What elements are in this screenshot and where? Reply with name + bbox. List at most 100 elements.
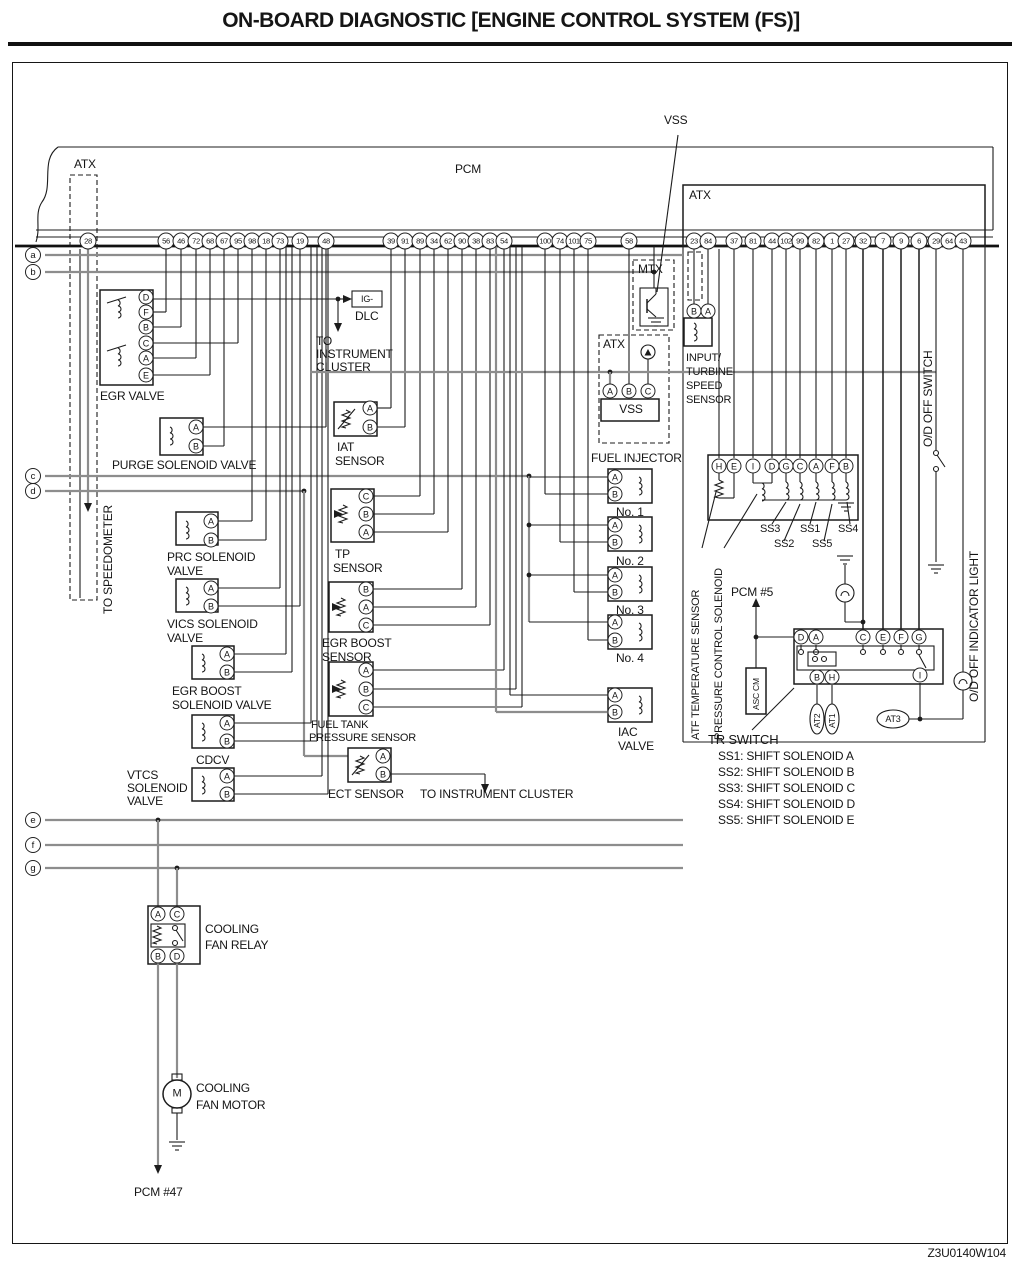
pcm-pin-73: 73	[271, 232, 289, 250]
trans-pin-F: F	[824, 458, 840, 474]
tr-switch-pin-D: D	[793, 629, 809, 645]
input-sensor-label-2: TURBINE	[686, 366, 733, 378]
connector-d: d	[25, 483, 41, 499]
legend-ss3: SS3: SHIFT SOLENOID C	[718, 781, 855, 795]
purge-pin-B: B	[188, 438, 204, 454]
purge-solenoid-box	[159, 246, 327, 456]
ft-pin-C: C	[358, 699, 374, 715]
egrb-label-2: SENSOR	[322, 650, 372, 664]
iac-label-1: IAC	[618, 725, 638, 739]
pcm-pin-9: 9	[892, 232, 910, 250]
vtcs-pin-A: A	[219, 768, 235, 784]
pcm-pin-7: 7	[874, 232, 892, 250]
trans-pin-H: H	[711, 458, 727, 474]
mtx-box	[632, 134, 679, 331]
ss1-label: SS1	[800, 523, 821, 535]
vics-label-1: VICS SOLENOID	[167, 617, 258, 631]
pcm5-asc	[745, 598, 794, 715]
purge-label: PURGE SOLENOID VALVE	[112, 458, 257, 472]
egrbsv-pin-B: B	[219, 664, 235, 680]
egrb-pin-C: C	[358, 617, 374, 633]
injector2-pin-B: B	[607, 534, 623, 550]
vics-pin-B: B	[203, 598, 219, 614]
tr-switch-pin-H: H	[824, 669, 840, 685]
atx-vss-label: ATX	[603, 337, 625, 351]
pcm-pin-101: 101	[565, 232, 583, 250]
cdcv-pin-B: B	[219, 733, 235, 749]
legend-ss1: SS1: SHIFT SOLENOID A	[718, 749, 854, 763]
pcm-pin-82: 82	[807, 232, 825, 250]
vss-pin-B: B	[621, 383, 637, 399]
pcm-label: PCM	[455, 162, 482, 176]
fan-relay-pin-C: C	[169, 906, 185, 922]
pcm-pin-98: 98	[243, 232, 261, 250]
connector-a: a	[25, 247, 41, 263]
pressure-control-solenoid-label: PRESSURE CONTROL SOLENOID	[713, 568, 725, 740]
dlc-branch	[334, 290, 383, 332]
pcm-pin-43: 43	[954, 232, 972, 250]
to-cluster-2: INSTRUMENT	[316, 347, 393, 361]
egr-valve-pin-A: A	[138, 350, 154, 366]
pcm47-label: PCM #47	[134, 1185, 183, 1199]
vss-box-label: VSS	[619, 402, 643, 416]
egr-valve-pin-F: F	[138, 304, 154, 320]
atx-left-label: ATX	[74, 157, 96, 171]
trans-pin-B: B	[838, 458, 854, 474]
motor-m-label: M	[172, 1087, 182, 1100]
od-off-switch-label: O/D OFF SWITCH	[921, 350, 935, 447]
egrb-label-1: EGR BOOST	[322, 636, 392, 650]
trans-pin-A: A	[808, 458, 824, 474]
iac-pin-A: A	[607, 687, 623, 703]
ig-label: IG-	[361, 294, 373, 304]
ft-pin-A: A	[358, 662, 374, 678]
ss3-label: SS3	[760, 523, 781, 535]
ss2-label: SS2	[774, 538, 795, 550]
injector3-pin-B: B	[607, 584, 623, 600]
tr-switch-pin-B: B	[809, 669, 825, 685]
egrbsv-pin-A: A	[219, 646, 235, 662]
trans-pin-E: E	[726, 458, 742, 474]
pcm-pin-75: 75	[579, 232, 597, 250]
at1-label: AT1	[827, 713, 837, 728]
vtcs-pin-B: B	[219, 786, 235, 802]
ect-label: ECT SENSOR	[328, 787, 404, 801]
to-cluster-right-label: TO INSTRUMENT CLUSTER	[420, 787, 574, 801]
pcm-pin-19: 19	[291, 232, 309, 250]
pcm-pin-37: 37	[725, 232, 743, 250]
egr-valve-label: EGR VALVE	[100, 389, 165, 403]
vtcs-label-2: SOLENOID	[127, 781, 188, 795]
atx-right-region	[682, 184, 986, 743]
egrbsv-label-2: SOLENOID VALVE	[172, 698, 272, 712]
transmission-block	[701, 249, 859, 549]
cdcv-pin-A: A	[219, 715, 235, 731]
cooling-fan-relay-label-2: FAN RELAY	[205, 938, 269, 952]
diagram-border	[12, 62, 1008, 1244]
pcm-bus	[15, 146, 999, 248]
injector1-pin-B: B	[607, 486, 623, 502]
iac-pin-B: B	[607, 704, 623, 720]
injector1-pin-A: A	[607, 469, 623, 485]
pcm-pin-84: 84	[699, 232, 717, 250]
connector-e: e	[25, 812, 41, 828]
ss4-label: SS4	[838, 523, 859, 535]
tr-switch-pin-G: G	[911, 629, 927, 645]
egr-valve-pin-C: C	[138, 335, 154, 351]
to-speedometer-label: TO SPEEDOMETER	[101, 505, 115, 614]
trans-pin-G: G	[778, 458, 794, 474]
cooling-fan-circuit	[147, 820, 201, 1174]
cooling-fan-relay-label-1: COOLING	[205, 922, 259, 936]
pcm-pin-58: 58	[620, 232, 638, 250]
pcm-pin-81: 81	[744, 232, 762, 250]
tr-switch-block	[751, 249, 963, 735]
page-connector-lines	[45, 253, 683, 871]
legend-ss4: SS4: SHIFT SOLENOID D	[718, 797, 855, 811]
fuel-injectors	[494, 246, 653, 723]
tr-switch-pin-I: I	[912, 667, 928, 683]
vtcs-label-3: VALVE	[127, 794, 163, 808]
pcm-pin-83: 83	[481, 232, 499, 250]
egr-valve-box	[99, 246, 341, 386]
cooling-fan-motor-label-1: COOLING	[196, 1081, 250, 1095]
injector-no2-label: No. 2	[616, 554, 644, 568]
iat-label-1: IAT	[337, 440, 355, 454]
